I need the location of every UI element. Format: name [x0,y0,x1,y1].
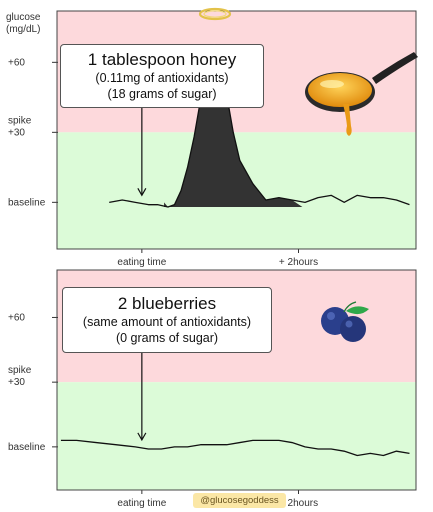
y-tick-label: +60 [8,312,25,323]
arrow-head [137,432,147,442]
blueberries-icon [321,301,369,342]
blueberry-subtitle-2: (0 grams of sugar) [115,331,219,345]
y-tick-label: +60 [8,57,25,68]
y-tick-label: spike+30 [8,365,32,388]
blueberry-callout: 2 blueberries (same amount of antioxidan… [62,287,272,353]
halo-icon [198,7,232,21]
arrow-head [137,188,147,197]
y-tick-label: baseline [8,197,46,208]
honey-spoon-icon [305,52,418,136]
blueberry-subtitle-1: (same amount of antioxidants) [82,315,252,329]
x-tick-label: + 2hours [279,498,318,509]
x-tick-label: + 2hours [279,257,318,268]
plot-frame [56,10,417,250]
honey-title: 1 tablespoon honey [87,50,237,69]
honey-callout: 1 tablespoon honey (0.11mg of antioxidan… [60,44,264,108]
glucose-line [60,439,410,457]
honey-subtitle-2: (18 grams of sugar) [107,87,217,101]
honey-subtitle-1: (0.11mg of antioxidants) [95,71,229,85]
plot-frame [56,269,417,491]
y-tick-label: baseline [8,442,46,453]
zone-normal [57,382,416,490]
x-tick-label: eating time [117,257,166,268]
x-tick-label: eating time [117,498,166,509]
blueberry-title: 2 blueberries [117,294,217,313]
watermark-badge: @glucosegoddess [193,493,286,508]
y-axis-title: glucose(mg/dL) [6,12,41,35]
y-tick-label: spike+30 [8,115,32,138]
